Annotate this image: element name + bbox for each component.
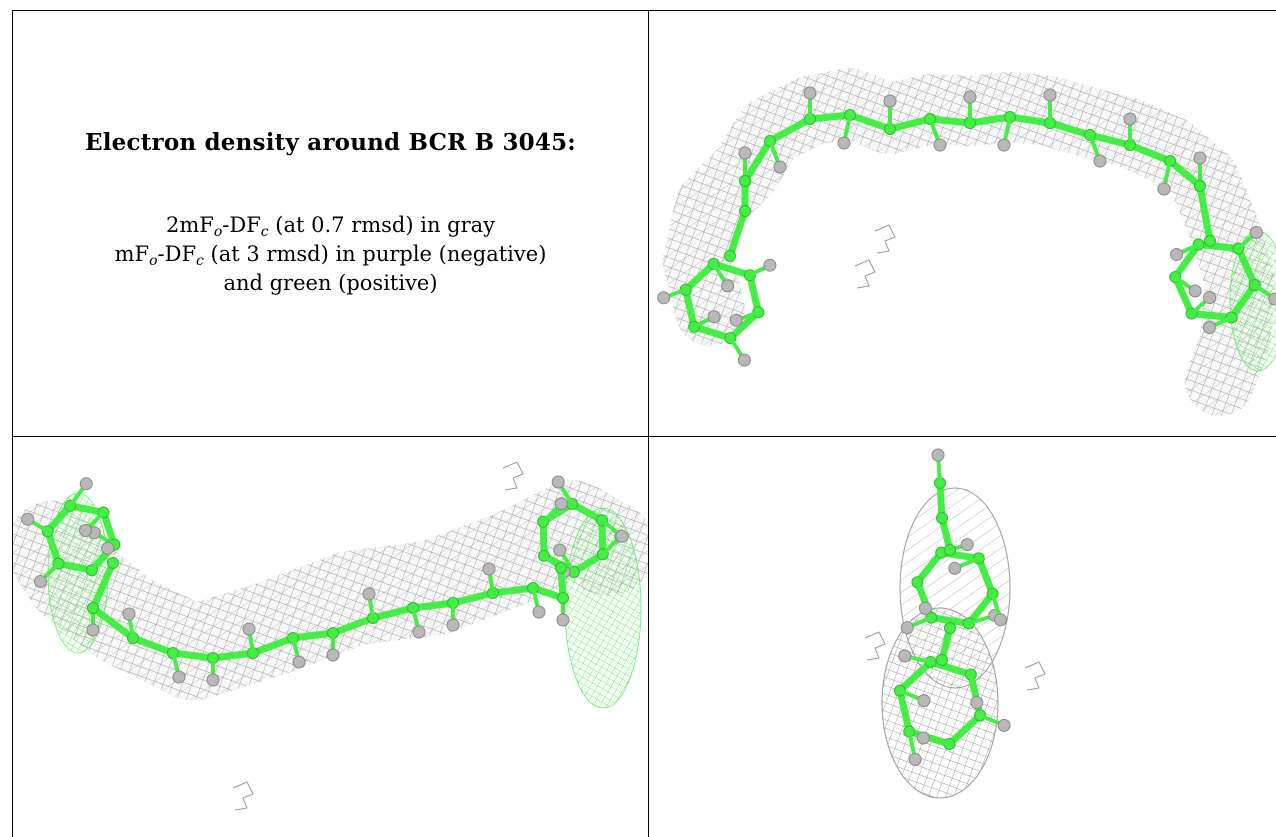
mesh-fragment (232, 781, 254, 811)
mesh-fragment (864, 631, 886, 661)
legend-line-3: and green (positive) (223, 271, 438, 295)
density-image-top-view (650, 11, 1276, 436)
legend-line-1: 2mFo-DFc (at 0.7 rmsd) in gray (13, 211, 648, 240)
table-border-top (12, 10, 1276, 11)
figure-legend: 2mFo-DFc (at 0.7 rmsd) in gray mFo-DFc (… (13, 211, 648, 298)
chain-link (1196, 182, 1214, 245)
legend-2-sub-c: c (196, 253, 204, 269)
legend-line-2: mFo-DFc (at 3 rmsd) in purple (negative) (13, 240, 648, 269)
mesh-fragment (1024, 661, 1046, 691)
legend-2-prefix: mF (114, 242, 150, 266)
legend-1-sub-c: c (260, 224, 269, 240)
legend-2-sub-o: o (149, 253, 158, 269)
legend-1-sub-o: o (213, 224, 223, 240)
legend-1-suffix: (at 0.7 rmsd) in gray (268, 213, 496, 237)
molecule-end-view (864, 448, 1046, 799)
legend-1-mid: -DF (222, 213, 261, 237)
mesh-fragment (854, 259, 876, 289)
legend-1-prefix: 2mF (165, 213, 214, 237)
table-border-left (12, 10, 13, 837)
mesh-fragment (874, 224, 896, 254)
mesh-fragment (502, 461, 524, 491)
legend-2-suffix: (at 3 rmsd) in purple (negative) (203, 242, 547, 266)
molecule-side-view (13, 461, 648, 811)
figure-title: Electron density around BCR B 3045: (85, 129, 576, 156)
legend-2-mid: -DF (157, 242, 197, 266)
density-image-end-view (650, 438, 1276, 837)
table-row-divider (12, 436, 1276, 437)
table-column-divider (648, 10, 649, 837)
caption-cell: Electron density around BCR B 3045: 2mFo… (13, 11, 648, 436)
chain-link (89, 559, 117, 612)
density-image-side-view (13, 438, 648, 837)
molecule-top-view (657, 68, 1276, 416)
